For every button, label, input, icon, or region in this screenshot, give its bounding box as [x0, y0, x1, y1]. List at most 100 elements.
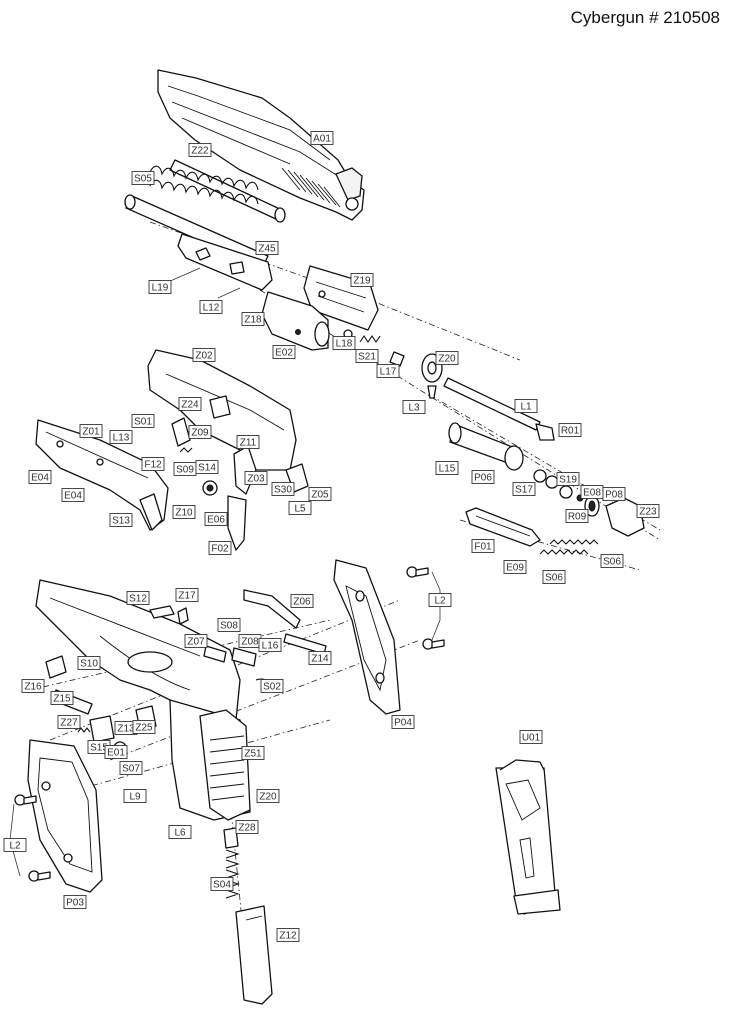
part-label-z02: Z02: [192, 348, 216, 362]
part-label-z20: Z20: [256, 789, 280, 803]
gas-magazine-part: [495, 759, 561, 915]
part-label-box: [168, 825, 192, 839]
part-label-z12: Z12: [276, 928, 300, 942]
part-label-e02: E02: [272, 345, 296, 359]
part-label-box: [308, 487, 332, 501]
part-label-text: Z09: [191, 428, 209, 439]
part-label-l19: L19: [148, 280, 172, 294]
part-label-box: [260, 679, 284, 693]
part-label-text: S07: [122, 764, 140, 775]
part-label-text: Z45: [258, 244, 276, 255]
part-label-box: [308, 651, 332, 665]
small-parts-nozzle: [343, 329, 405, 367]
inner-barrel-part: [443, 377, 555, 441]
part-label-box: [350, 273, 374, 287]
part-label-z25: Z25: [132, 720, 156, 734]
part-label-text: S14: [198, 463, 216, 474]
frame-rail-part: [35, 419, 169, 531]
part-label-box: [123, 789, 147, 803]
part-label-z16: Z16: [21, 679, 45, 693]
part-label-box: [188, 143, 212, 157]
grip-screws-right: [406, 566, 445, 650]
left-grip-panel-part: [27, 739, 103, 893]
part-label-text: E04: [31, 473, 49, 484]
part-label-z19: Z19: [350, 273, 374, 287]
part-label-box: [556, 472, 580, 486]
part-label-box: [104, 745, 128, 759]
part-label-box: [428, 593, 452, 607]
part-label-l1: L1: [514, 399, 538, 413]
part-label-p06: P06: [471, 470, 495, 484]
part-label-box: [258, 638, 282, 652]
part-label-text: Z05: [311, 490, 329, 501]
part-label-text: F01: [474, 542, 492, 553]
part-label-text: S19: [559, 475, 577, 486]
part-label-box: [195, 460, 219, 474]
part-label-text: Z06: [293, 597, 311, 608]
part-label-text: S30: [274, 485, 292, 496]
part-label-z07: Z07: [184, 634, 208, 648]
part-label-box: [132, 720, 156, 734]
part-label-l5: L5: [288, 501, 312, 515]
part-label-box: [148, 280, 172, 294]
part-label-text: Z17: [178, 591, 196, 602]
part-label-box: [204, 512, 228, 526]
part-label-box: [435, 461, 459, 475]
part-label-s14: S14: [195, 460, 219, 474]
part-label-text: Z07: [187, 637, 205, 648]
part-label-text: L17: [380, 367, 397, 378]
part-label-a01: A01: [310, 131, 334, 145]
part-label-box: [256, 789, 280, 803]
part-label-box: [290, 594, 314, 608]
pin-l19: [167, 267, 201, 283]
part-label-box: [558, 423, 582, 437]
part-label-z06: Z06: [290, 594, 314, 608]
part-label-p03: P03: [63, 895, 87, 909]
part-label-text: Z14: [311, 654, 329, 665]
part-label-text: E06: [207, 515, 225, 526]
part-label-box: [565, 509, 589, 523]
part-label-text: F12: [144, 460, 162, 471]
part-label-box: [50, 691, 74, 705]
hop-up-chamber-part: [448, 422, 524, 471]
part-label-text: U01: [522, 733, 541, 744]
part-label-s06: S06: [600, 554, 624, 568]
part-label-f12: F12: [141, 457, 165, 471]
part-label-l3: L3: [402, 400, 426, 414]
part-label-e08: E08: [580, 485, 604, 499]
part-label-box: [391, 715, 415, 729]
part-label-box: [175, 588, 199, 602]
part-label-box: [178, 397, 202, 411]
recoil-spring-part: [149, 165, 259, 205]
part-label-text: Z20: [259, 792, 277, 803]
part-label-text: L19: [152, 283, 169, 294]
part-label-box: [217, 618, 241, 632]
part-label-box: [172, 505, 196, 519]
part-label-text: S15: [90, 743, 108, 754]
part-label-text: Z13: [117, 724, 135, 735]
part-label-f01: F01: [471, 539, 495, 553]
part-label-s30: S30: [271, 482, 295, 496]
part-labels: A01Z22S05Z45L19L12Z19Z18E02L18S21L17Z20L…: [3, 131, 660, 942]
part-label-z10: Z10: [172, 505, 196, 519]
part-label-box: [542, 570, 566, 584]
part-label-box: [3, 838, 27, 852]
part-label-z03: Z03: [244, 471, 268, 485]
part-label-text: P04: [394, 718, 412, 729]
part-label-l17: L17: [376, 364, 400, 378]
part-label-text: L18: [336, 339, 353, 350]
part-label-text: E01: [107, 748, 125, 759]
part-label-p08: P08: [602, 487, 626, 501]
magazine-follower-part: [223, 827, 240, 899]
part-label-text: L13: [113, 433, 130, 444]
part-label-l18: L18: [332, 336, 356, 350]
part-label-r09: R09: [565, 509, 589, 523]
part-label-box: [514, 399, 538, 413]
part-label-f02: F02: [208, 541, 232, 555]
part-label-s19: S19: [556, 472, 580, 486]
part-label-l2: L2: [428, 593, 452, 607]
part-label-text: S08: [220, 621, 238, 632]
part-label-box: [332, 336, 356, 350]
part-label-text: Z18: [244, 315, 262, 326]
part-label-l15: L15: [435, 461, 459, 475]
